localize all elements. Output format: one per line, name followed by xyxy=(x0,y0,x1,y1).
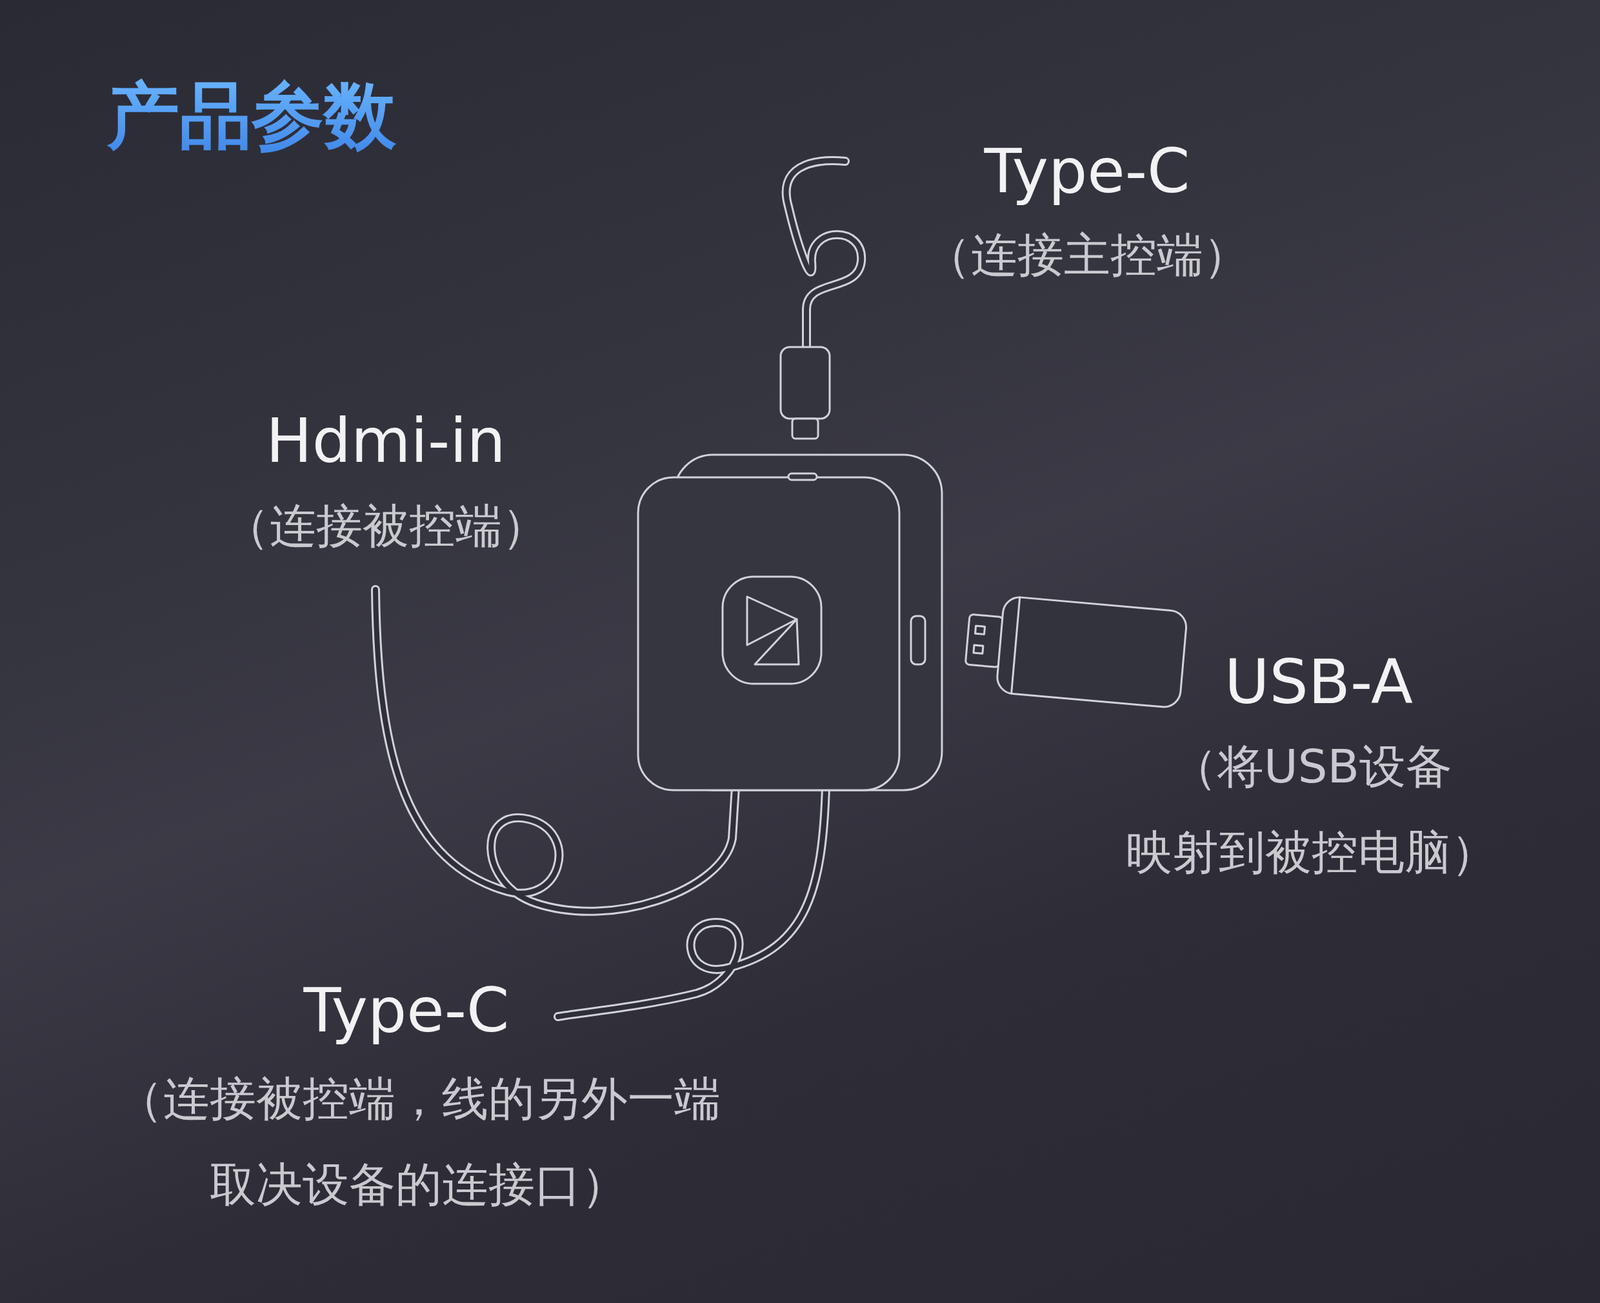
logo-mark xyxy=(747,596,797,646)
port xyxy=(910,616,926,665)
cable-inner xyxy=(786,160,862,348)
logo-mark xyxy=(754,619,799,665)
port-name: Hdmi-in xyxy=(265,403,506,478)
usb-hole xyxy=(973,645,984,654)
cable xyxy=(786,160,862,348)
port-name: （连接主控端） xyxy=(924,227,1250,283)
port-description: （连接被控端，线的另外一端 取决设备的连接口） xyxy=(89,1056,748,1228)
usb-stick xyxy=(996,596,1188,709)
port-description: （将USB设备 映射到被控电脑） xyxy=(1085,723,1538,896)
device-front xyxy=(638,477,900,791)
port xyxy=(788,473,817,480)
port-name: Type-C xyxy=(984,134,1191,208)
cable-inner xyxy=(558,787,826,1017)
plug-body xyxy=(780,347,830,419)
port-name: Type-C xyxy=(303,973,510,1048)
page-title: 产品参数 xyxy=(107,72,397,159)
usb-plug xyxy=(965,614,1004,668)
cable xyxy=(558,787,826,1017)
logo-frame xyxy=(722,576,822,684)
plug-tip xyxy=(792,418,819,439)
port-name: （连接被控端） xyxy=(223,498,549,554)
usb-hole xyxy=(975,625,986,635)
port-name: USB-A xyxy=(1224,645,1413,719)
usb-edge xyxy=(1011,597,1020,694)
